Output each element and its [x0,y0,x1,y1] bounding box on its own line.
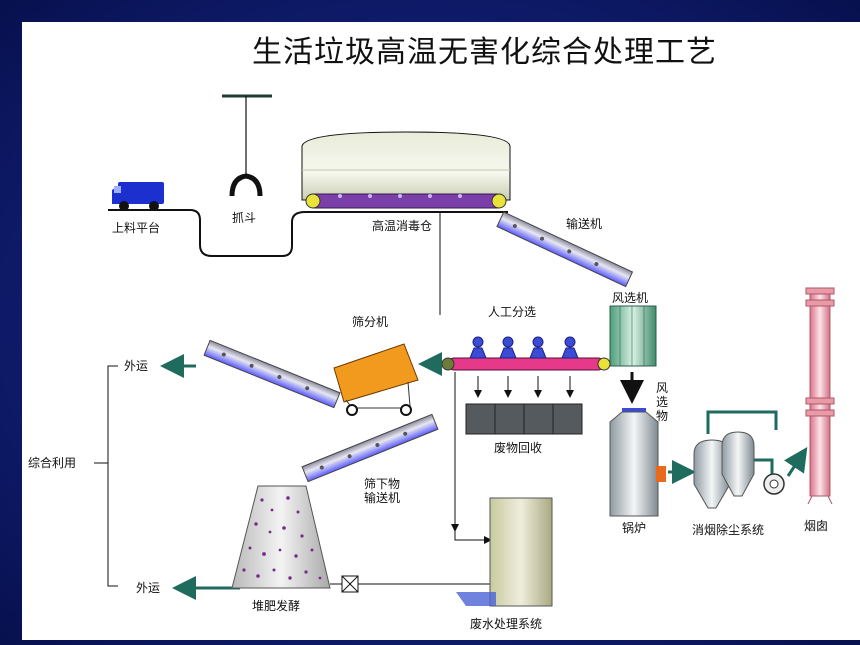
label-air-separated-char1: 风 [656,381,668,395]
label-compost: 堆肥发酵 [252,598,300,613]
label-manual-sorting: 人工分选 [488,305,536,319]
label-screening-machine: 筛分机 [352,314,388,329]
screening-machine [333,343,419,416]
worker-icon [469,336,487,359]
chimney [805,287,835,505]
label-undersize-line2: 输送机 [364,490,400,505]
label-comprehensive-use: 综合利用 [28,455,76,470]
air-separator [609,305,657,367]
compost-heap [231,485,331,589]
label-waste-recovery: 废物回收 [494,440,542,455]
label-boiler: 锅炉 [622,520,646,535]
label-sterilization-bin: 高温消毒仓 [372,218,432,233]
label-grab-bucket: 抓斗 [232,211,256,225]
label-chimney: 烟囱 [804,519,828,533]
label-undersize-line1: 筛下物 [364,476,400,491]
conveyor-top [496,211,634,288]
label-export-bottom: 外运 [136,581,160,595]
label-conveyor: 输送机 [566,216,602,231]
label-air-separated-char2: 选 [656,395,668,409]
boiler [609,408,666,517]
dust-removal-system [693,410,785,509]
wastewater-tank [456,497,553,607]
manual-sorting-belt [441,357,611,371]
diagram-panel [22,22,860,640]
ground-pit-line [108,209,508,257]
label-loading-platform: 上料平台 [112,220,160,235]
label-dust-removal: 消烟除尘系统 [692,522,764,537]
sorting-down-arrows [474,376,574,398]
utilization-bracket [107,365,118,587]
worker-icon [499,336,517,359]
worker-icon [561,336,579,359]
worker-icons [469,336,579,359]
worker-icon [529,336,547,359]
grab-bucket-icon [222,94,272,197]
waste-recovery-bins [465,403,583,435]
truck-icon [112,182,164,211]
conveyor-export [203,339,341,409]
label-air-separator: 风选机 [612,291,648,305]
label-export-top: 外运 [124,359,148,373]
conveyor-undersize [301,413,439,483]
arrow-fan-to-chimney [784,447,808,477]
leachate-line-lower [454,372,492,544]
diagram-title: 生活垃圾高温无害化综合处理工艺 [252,35,717,70]
label-wastewater: 废水处理系统 [470,616,542,631]
valve-icon [341,575,359,593]
sterilization-bin [301,131,511,209]
label-air-separated-char3: 物 [656,409,668,423]
